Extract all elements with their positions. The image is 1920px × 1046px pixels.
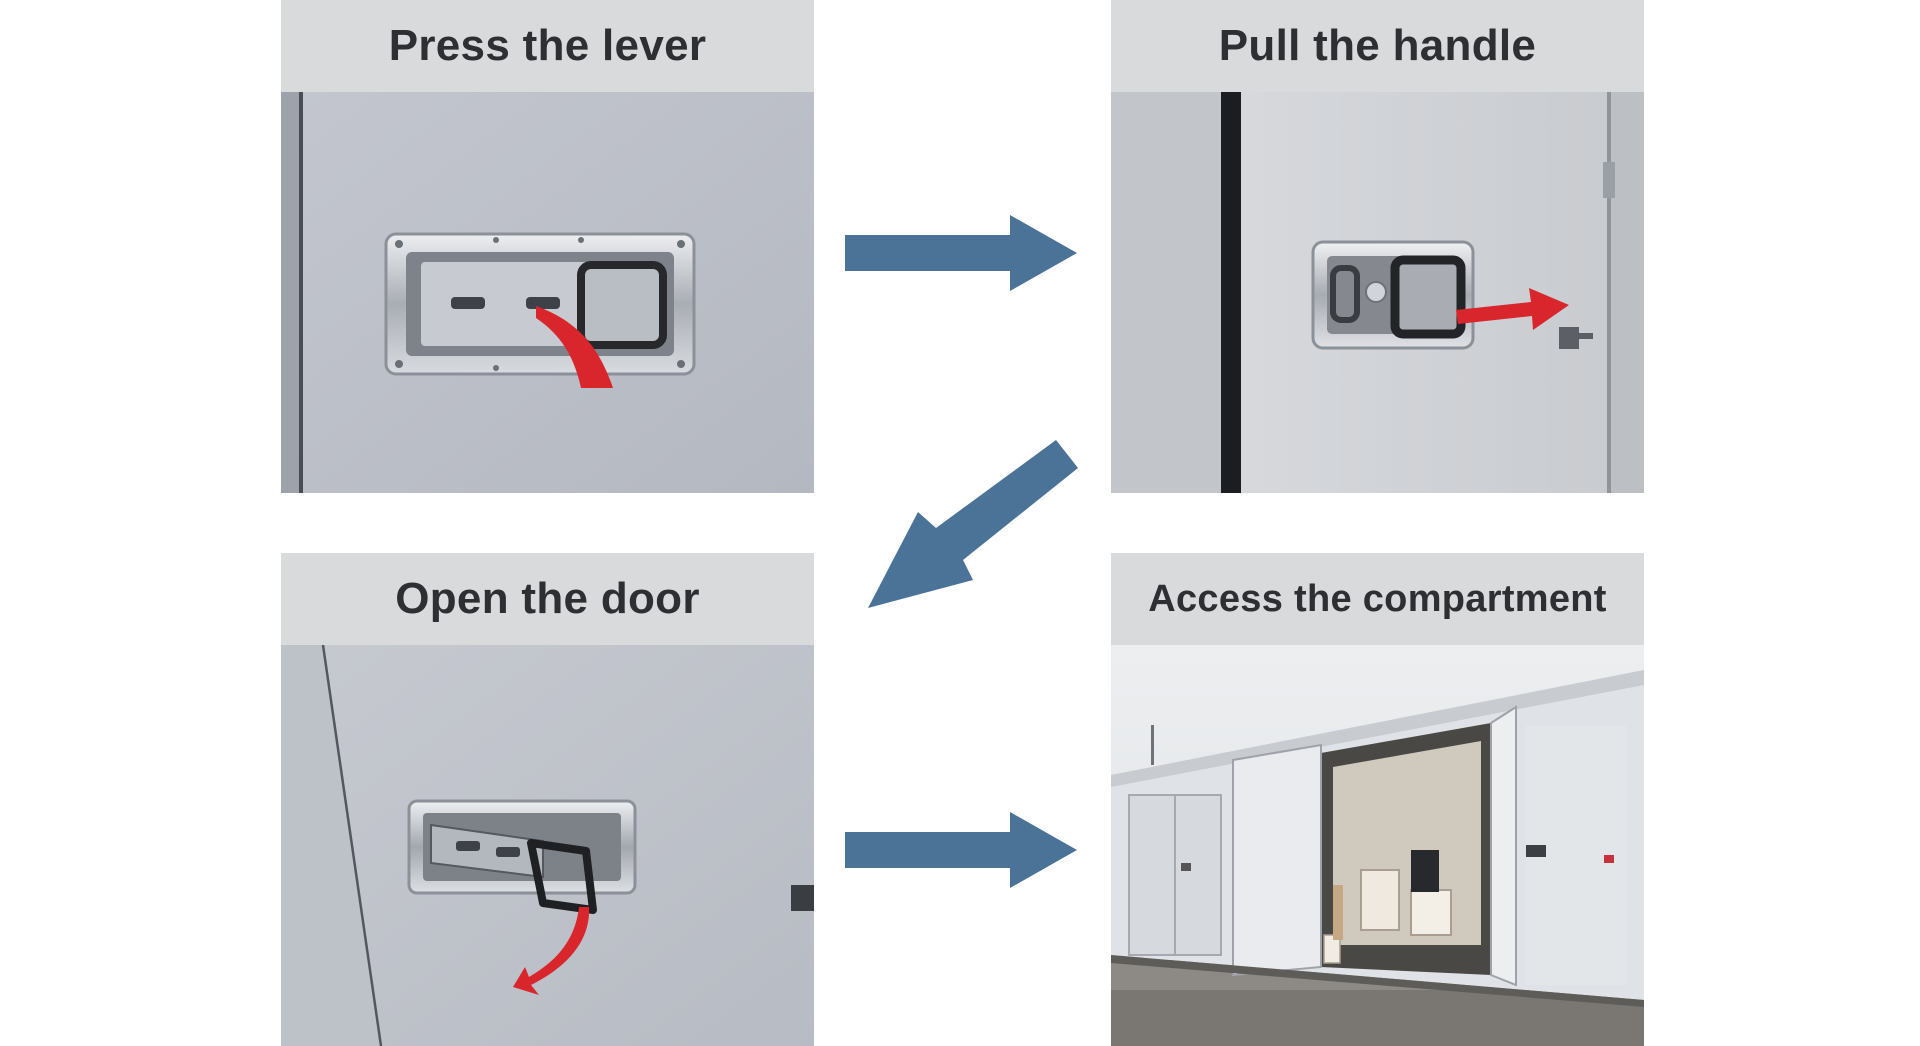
arrow-right-icon: [845, 215, 1077, 291]
step-photo-lever: [281, 92, 814, 493]
straight-red-arrow-icon: [1456, 288, 1569, 330]
step-card-open-door: Open the door: [281, 553, 814, 1046]
step-photo-compartment: [1111, 645, 1644, 1046]
step-card-pull-handle: Pull the handle: [1111, 0, 1644, 493]
step-title: Pull the handle: [1111, 0, 1644, 92]
step-photo-handle: [1111, 92, 1644, 493]
door-photo-illustration: [281, 645, 814, 1046]
arrow-right-icon: [845, 812, 1077, 888]
step-card-access-compartment: Access the compartment: [1111, 553, 1644, 1046]
step-title: Press the lever: [281, 0, 814, 92]
compartment-photo-illustration: [1111, 645, 1644, 1046]
curved-red-arrow-icon: [513, 907, 590, 995]
lever-photo-illustration: [281, 92, 814, 493]
step-photo-door: [281, 645, 814, 1046]
step-title: Open the door: [281, 553, 814, 645]
step-card-press-lever: Press the lever: [281, 0, 814, 493]
handle-photo-illustration: [1111, 92, 1644, 493]
step-title: Access the compartment: [1111, 553, 1644, 645]
curved-red-arrow-icon: [536, 306, 613, 388]
arrow-down-left-icon: [868, 440, 1078, 608]
